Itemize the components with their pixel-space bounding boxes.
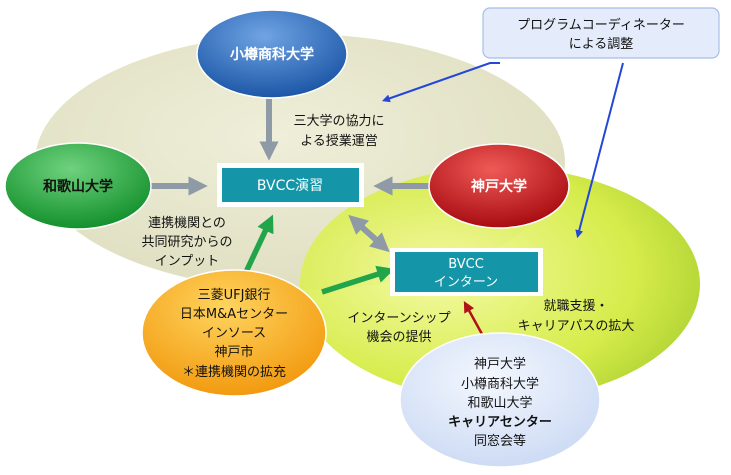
bvcc-enshu-fill bbox=[222, 168, 359, 202]
wakayama-university-label: 和歌山大学 bbox=[43, 178, 113, 195]
career-line-5: 同窓会等 bbox=[474, 433, 526, 449]
career-line-1: 神戸大学 bbox=[474, 356, 526, 372]
career-center-node bbox=[399, 332, 601, 468]
bvcc-intern-label-line2: インターン bbox=[434, 275, 498, 290]
joint-research-label-line1: 連携機関との bbox=[148, 215, 226, 231]
joint-research-label-line2: 共同研究からの bbox=[141, 235, 232, 250]
partner-line-2: 日本M&Aセンター bbox=[180, 307, 288, 322]
partner-organizations-node bbox=[141, 269, 327, 397]
internship-offer-label-line1: インターンシップ bbox=[347, 311, 450, 326]
arrow-partners-to-enshu bbox=[243, 214, 274, 274]
cooperation-label-line1: 三大学の協力に bbox=[293, 113, 384, 129]
coordinator-label-line2: による調整 bbox=[569, 37, 634, 52]
otaru-university-node bbox=[196, 9, 348, 99]
internship-offer-label-line2: 機会の提供 bbox=[366, 329, 431, 345]
kobe-university-label: 神戸大学 bbox=[471, 178, 527, 195]
wakayama-university-node bbox=[4, 142, 152, 230]
career-line-2: 小樽商科大学 bbox=[461, 376, 539, 392]
kobe-university-node bbox=[428, 143, 570, 229]
arrow-partners-to-intern bbox=[321, 265, 395, 295]
joint-research-label-line3: インプット bbox=[155, 254, 220, 269]
cooperation-label-line2: よる授業運営 bbox=[300, 133, 378, 149]
partner-line-3: インソース bbox=[202, 326, 266, 341]
career-support-label-line1: 就職支援・ bbox=[543, 299, 608, 314]
arrow-coordinator-to-internship-region bbox=[575, 62, 624, 239]
career-support-label-line2: キャリアパスの拡大 bbox=[518, 319, 635, 334]
otaru-university-label: 小樽商科大学 bbox=[230, 46, 314, 63]
partner-line-5: ＊連携機関の拡充 bbox=[182, 364, 286, 380]
arrow-coordinator-to-university-region bbox=[381, 62, 500, 103]
bvcc-intern-label-line1: BVCC bbox=[448, 257, 484, 272]
partner-line-4: 神戸市 bbox=[214, 344, 253, 360]
bvcc-enshu-label: BVCC演習 bbox=[257, 178, 323, 194]
career-line-3: 和歌山大学 bbox=[467, 395, 532, 411]
coordinator-box bbox=[482, 7, 720, 59]
bvcc-intern-fill bbox=[395, 252, 538, 292]
partner-line-1: 三菱UFJ銀行 bbox=[198, 288, 271, 303]
career-line-4: キャリアセンター bbox=[448, 415, 552, 430]
coordinator-label-line1: プログラムコーディネーター bbox=[517, 17, 685, 33]
arrow-enshu-intern-bidirectional bbox=[348, 214, 390, 253]
